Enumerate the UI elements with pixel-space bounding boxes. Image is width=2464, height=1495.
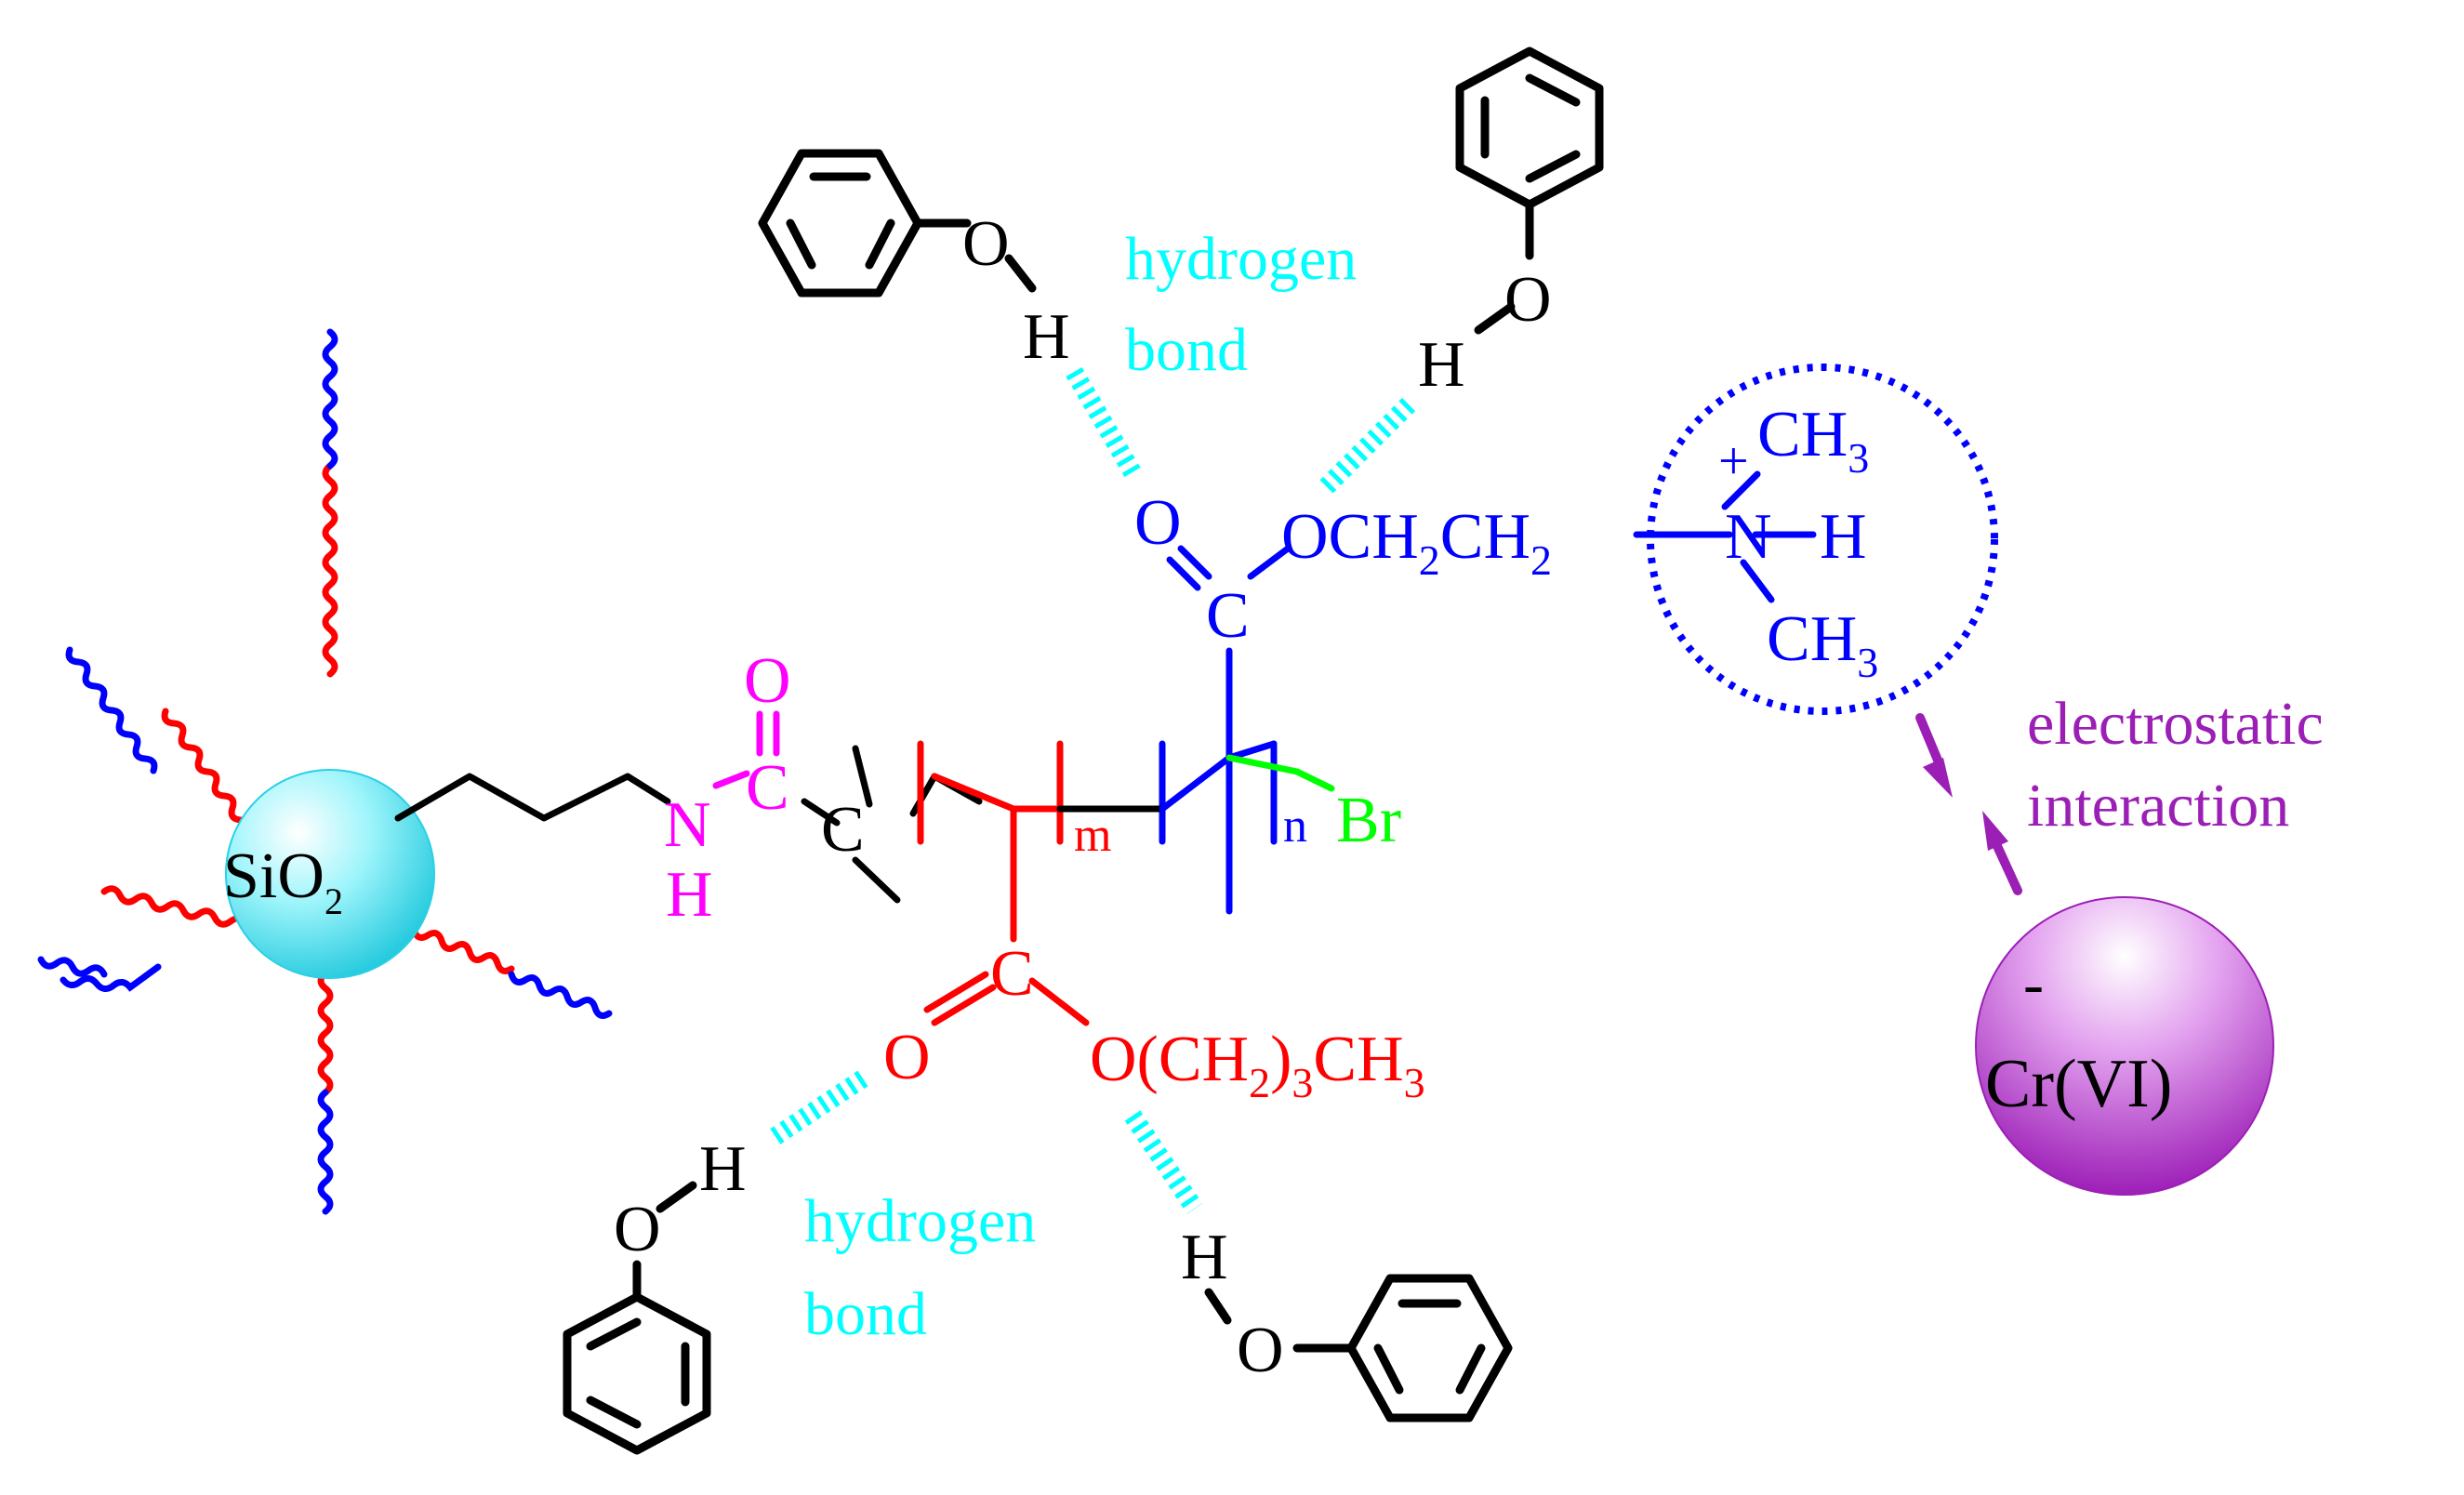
butyl-acrylate-block: [917, 740, 1093, 1026]
n-subscript: n: [1283, 800, 1307, 853]
blue-carbonyl-oxygen: O: [1134, 487, 1182, 559]
electrostatic-label-line2: interaction: [2027, 772, 2289, 840]
benzene-ring-icon: [563, 1181, 711, 1455]
benzene-ring-icon: [1204, 1274, 1513, 1422]
electrostatic-label-line1: electrostatic: [2027, 690, 2324, 758]
quaternary-amine-block: [1086, 470, 1817, 915]
phenol-oxygen: O: [1237, 1315, 1284, 1386]
benzene-ring-icon: [1455, 46, 1604, 335]
red-carbonyl-oxygen: O: [883, 1022, 931, 1093]
ammonium-charge: +: [1718, 430, 1749, 491]
electrostatic-arrows: [1915, 713, 2022, 895]
amide-hydrogen: H: [666, 859, 713, 931]
m-subscript: m: [1074, 809, 1111, 862]
phenol-oxygen: O: [962, 208, 1010, 280]
bromine-label: Br: [1336, 785, 1401, 856]
quaternary-carbon: C: [821, 794, 865, 866]
amide-bonds: [712, 710, 780, 789]
blue-carbon: C: [1206, 580, 1250, 652]
phenol-hydrogen: H: [1023, 301, 1070, 373]
hbond-label-bottom-line1: hydrogen: [804, 1187, 1036, 1255]
amide-nitrogen: N: [664, 789, 711, 861]
phenol-oxygen: O: [614, 1194, 661, 1265]
chromium-sphere-icon: [1975, 896, 2274, 1196]
ammonium-highlight-circle: [1647, 364, 1998, 715]
benzene-ring-icon: [758, 149, 1037, 298]
silica-sphere-icon: [225, 769, 435, 979]
polymer-brush-hairs: [37, 328, 613, 1215]
methyl-top: CH3: [1757, 399, 1869, 482]
silica-label: SiO2: [223, 840, 343, 922]
methyl-bottom: CH3: [1767, 603, 1878, 686]
ethyl-ester-group: OCH2CH2: [1281, 501, 1552, 584]
phenol-oxygen: O: [1504, 264, 1552, 336]
amide-oxygen: O: [744, 645, 791, 717]
phenol-hydrogen: H: [1418, 329, 1465, 401]
ammonium-hydrogen: H: [1820, 501, 1867, 573]
phenol-hydrogen: H: [699, 1133, 747, 1205]
hydrogen-bond-dashes: [766, 366, 1416, 1214]
hbond-label-bottom-line2: bond: [804, 1280, 927, 1348]
chromium-label: Cr(VI): [1985, 1046, 2172, 1122]
ammonium-nitrogen: N: [1725, 501, 1772, 573]
red-carbon: C: [990, 938, 1034, 1010]
phenol-hydrogen: H: [1181, 1222, 1228, 1293]
hbond-label-top-line2: bond: [1125, 316, 1248, 384]
hbond-label-top-line1: hydrogen: [1125, 225, 1357, 293]
chromium-charge: -: [2023, 950, 2044, 1018]
amide-carbon: C: [746, 752, 789, 824]
bromine-bond: [1225, 754, 1335, 792]
butyl-ester-group: O(CH2)3CH3: [1090, 1024, 1425, 1106]
